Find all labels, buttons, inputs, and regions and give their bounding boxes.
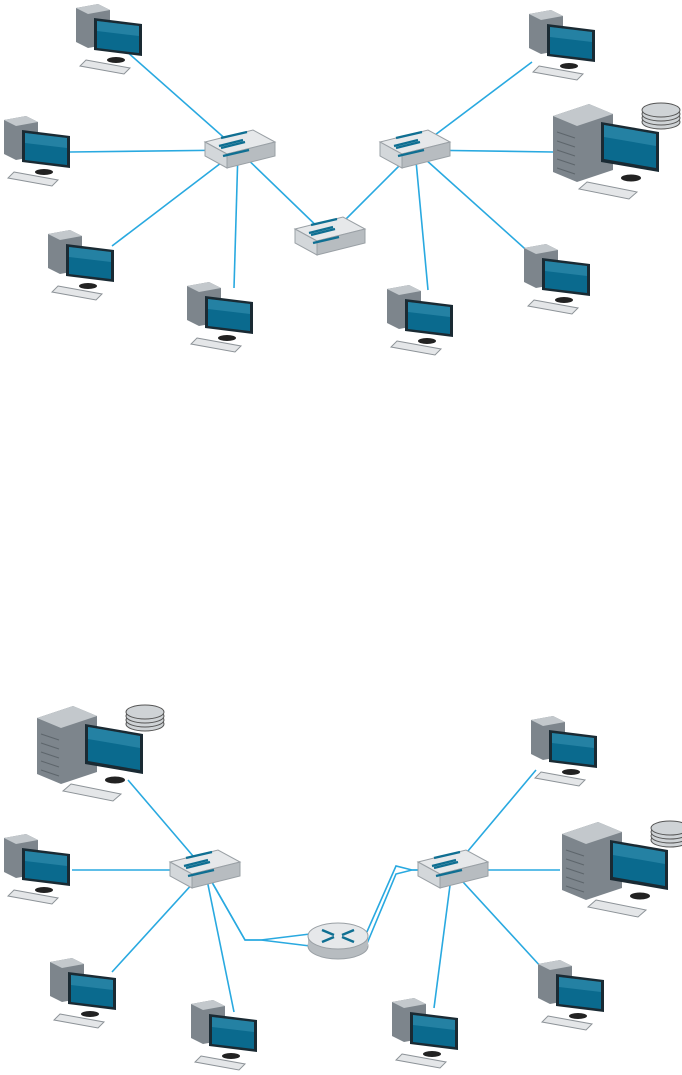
- disk-stack-icon: [642, 103, 680, 129]
- desktop-computer-icon: [529, 10, 595, 80]
- keyboard: [528, 300, 578, 314]
- disk-stack-icon: [126, 705, 164, 731]
- router-top: [308, 923, 368, 949]
- desktop-computer-icon: [76, 4, 142, 74]
- network-link: [415, 150, 428, 290]
- desktop-computer-icon: [4, 834, 70, 904]
- desktop-computer-icon: [387, 285, 453, 355]
- server-icon: [553, 103, 680, 199]
- keyboard: [52, 286, 102, 300]
- desktop-computer-icon: [4, 116, 70, 186]
- disk-platter: [126, 705, 164, 719]
- desktop-computer-icon: [538, 960, 604, 1030]
- monitor-stand: [35, 169, 53, 175]
- keyboard: [8, 890, 58, 904]
- desktop-computer-icon: [50, 958, 116, 1028]
- keyboard: [8, 172, 58, 186]
- keyboard: [542, 1016, 592, 1030]
- desktop-computer-icon: [392, 998, 458, 1068]
- monitor-stand: [418, 338, 436, 344]
- routed-network-diagram: [4, 705, 682, 1070]
- nodes-layer: [4, 4, 682, 1070]
- monitor-stand: [560, 63, 578, 69]
- monitor-stand: [222, 1053, 240, 1059]
- router-icon: [308, 923, 368, 959]
- desktop-computer-icon: [187, 282, 253, 352]
- disk-platter: [642, 103, 680, 117]
- network-link: [234, 150, 238, 288]
- desktop-computer-icon: [531, 716, 597, 786]
- monitor-stand: [569, 1013, 587, 1019]
- network-switch-icon: [170, 850, 240, 888]
- network-switch-icon: [418, 850, 488, 888]
- network-link: [125, 50, 238, 150]
- network-switch-icon: [295, 217, 365, 255]
- monitor-stand: [107, 57, 125, 63]
- keyboard: [396, 1054, 446, 1068]
- desktop-computer-icon: [191, 1000, 257, 1070]
- monitor-stand: [218, 335, 236, 341]
- network-link: [415, 150, 533, 256]
- desktop-computer-icon: [48, 230, 114, 300]
- disk-stack-icon: [651, 821, 682, 847]
- network-link: [205, 870, 310, 946]
- keyboard: [195, 1056, 245, 1070]
- monitor-stand: [105, 777, 125, 784]
- keyboard: [535, 772, 585, 786]
- keyboard: [54, 1014, 104, 1028]
- switched-lan-diagram: [4, 4, 680, 355]
- network-link: [452, 870, 542, 968]
- network-link: [434, 870, 452, 1008]
- monitor-stand: [621, 175, 641, 182]
- monitor-stand: [35, 887, 53, 893]
- keyboard: [80, 60, 130, 74]
- desktop-computer-icon: [524, 244, 590, 314]
- monitor-stand: [562, 769, 580, 775]
- monitor-stand: [423, 1051, 441, 1057]
- server-icon: [562, 821, 682, 917]
- network-link: [205, 870, 234, 1012]
- network-switch-icon: [380, 130, 450, 168]
- network-link: [112, 150, 238, 246]
- switched-lan-diagram-links: [70, 50, 553, 290]
- keyboard: [579, 182, 637, 199]
- server-icon: [37, 705, 164, 801]
- monitor-stand: [79, 283, 97, 289]
- monitor-stand: [630, 893, 650, 900]
- keyboard: [391, 341, 441, 355]
- disk-platter: [651, 821, 682, 835]
- routed-network-diagram-links: [72, 770, 560, 1012]
- keyboard: [191, 338, 241, 352]
- monitor-stand: [555, 297, 573, 303]
- keyboard: [588, 900, 646, 917]
- keyboard: [63, 784, 121, 801]
- keyboard: [533, 66, 583, 80]
- network-switch-icon: [205, 130, 275, 168]
- monitor-stand: [81, 1011, 99, 1017]
